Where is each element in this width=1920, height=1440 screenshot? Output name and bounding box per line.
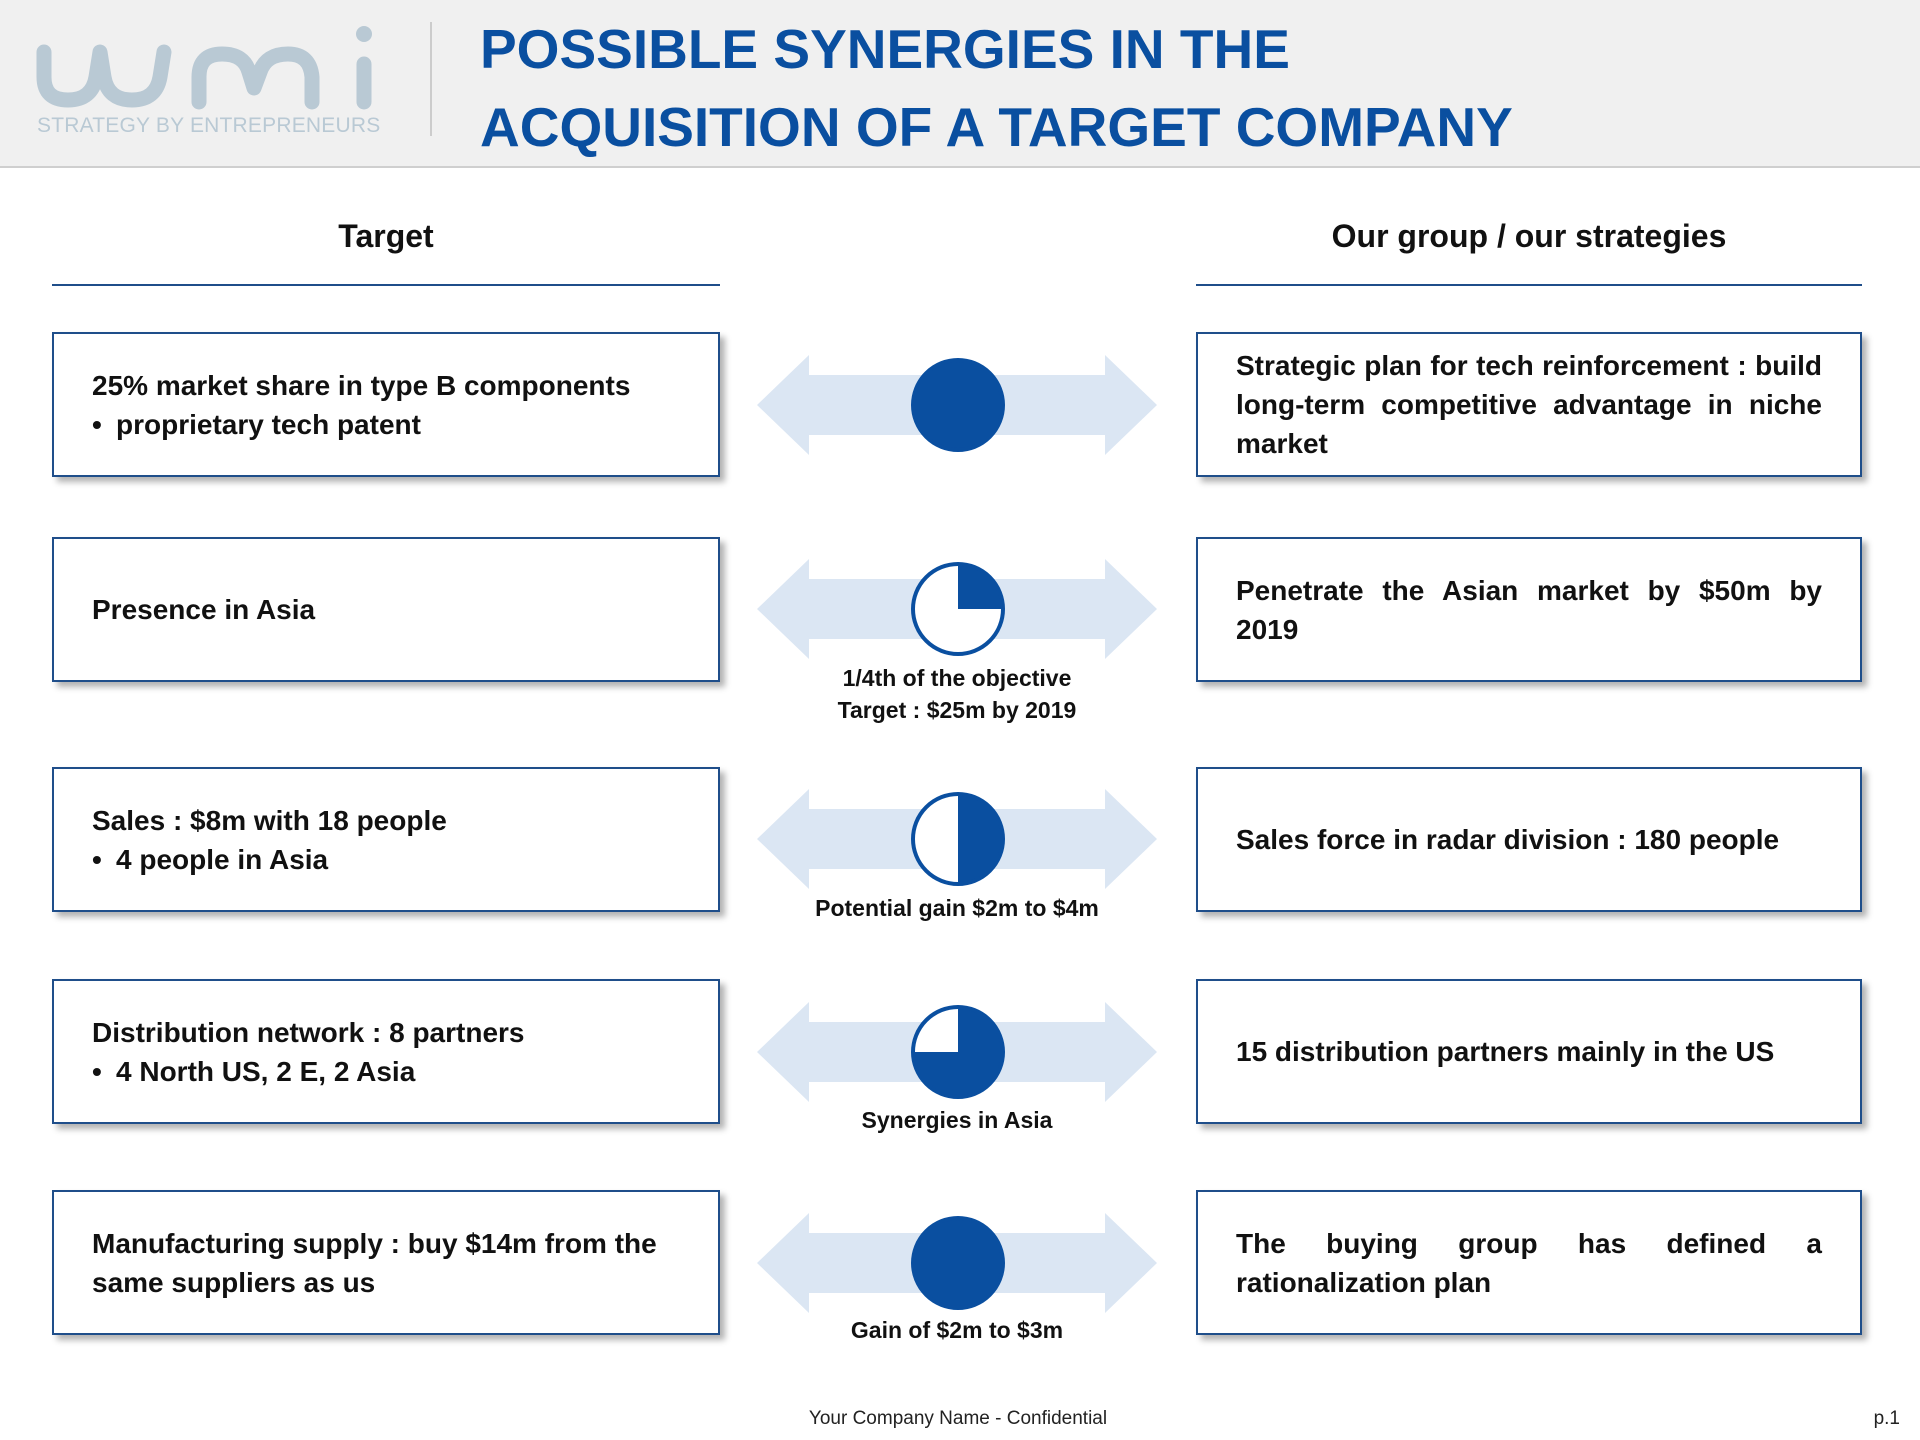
target-text: Manufacturing supply : buy $14m from the… bbox=[92, 1227, 657, 1298]
harvey-ball-fill bbox=[958, 564, 1003, 609]
harvey-ball-icon bbox=[911, 562, 1005, 656]
harvey-ball-fill bbox=[958, 794, 1003, 884]
strategy-text: Strategic plan for tech reinforcement : … bbox=[1236, 350, 1822, 459]
harvey-ball-outline bbox=[911, 562, 1005, 656]
strategy-box-1: Strategic plan for tech reinforcement : … bbox=[1196, 332, 1862, 477]
strategy-box-3: Sales force in radar division : 180 peop… bbox=[1196, 767, 1862, 912]
harvey-ball-fill bbox=[913, 1007, 1003, 1097]
target-column-header: Target bbox=[338, 218, 434, 254]
target-box-5: Manufacturing supply : buy $14m from the… bbox=[52, 1190, 720, 1335]
strategy-text: 15 distribution partners mainly in the U… bbox=[1236, 1036, 1775, 1067]
target-box-3: Sales : $8m with 18 people • 4 people in… bbox=[52, 767, 720, 912]
harvey-ball-icon bbox=[911, 1216, 1005, 1310]
strategy-box-5: The buying group has defined a rationali… bbox=[1196, 1190, 1862, 1335]
target-bullet-item: • 4 North US, 2 E, 2 Asia bbox=[92, 1052, 680, 1091]
synergy-caption-5: Gain of $2m to $3m bbox=[757, 1314, 1157, 1346]
strategy-column-rule bbox=[1196, 284, 1862, 286]
target-box-2: Presence in Asia bbox=[52, 537, 720, 682]
harvey-ball-icon bbox=[911, 1005, 1005, 1099]
company-logo: STRATEGY BY ENTREPRENEURS bbox=[34, 22, 380, 144]
harvey-ball-outline bbox=[911, 792, 1005, 886]
caption-line: Gain of $2m to $3m bbox=[850, 1317, 1064, 1343]
synergy-caption-4: Synergies in Asia bbox=[757, 1104, 1157, 1136]
harvey-ball-outline bbox=[911, 1216, 1005, 1310]
caption-line: Synergies in Asia bbox=[861, 1107, 1053, 1133]
target-bullet-text: 4 people in Asia bbox=[116, 843, 329, 875]
strategy-box-4: 15 distribution partners mainly in the U… bbox=[1196, 979, 1862, 1124]
logo-tagline: STRATEGY BY ENTREPRENEURS bbox=[37, 114, 381, 137]
target-bullet-item: • proprietary tech patent bbox=[92, 405, 680, 444]
page-number: p.1 bbox=[1873, 1408, 1900, 1429]
bullet-icon: • bbox=[92, 1055, 102, 1087]
strategy-text: Penetrate the Asian market by $50m by 20… bbox=[1236, 574, 1822, 645]
harvey-ball-outline bbox=[911, 358, 1005, 452]
target-bullet-text: proprietary tech patent bbox=[116, 408, 421, 440]
target-text: Sales : $8m with 18 people bbox=[92, 804, 447, 836]
target-bullet-text: 4 North US, 2 E, 2 Asia bbox=[116, 1055, 416, 1087]
target-text: Presence in Asia bbox=[92, 594, 316, 625]
harvey-ball-fill bbox=[913, 1218, 1003, 1308]
synergy-caption-2: 1/4th of the objective Target : $25m by … bbox=[757, 662, 1157, 726]
bullet-icon: • bbox=[92, 843, 102, 875]
target-text: 25% market share in type B components bbox=[92, 369, 631, 401]
strategy-text: The buying group has defined a rationali… bbox=[1236, 1227, 1822, 1298]
page-title-line-2: ACQUISITION OF A TARGET COMPANY bbox=[480, 96, 1513, 158]
bullet-icon: • bbox=[92, 408, 102, 440]
strategy-box-2: Penetrate the Asian market by $50m by 20… bbox=[1196, 537, 1862, 682]
target-box-1: 25% market share in type B components • … bbox=[52, 332, 720, 477]
slide-header: STRATEGY BY ENTREPRENEURS POSSIBLE SYNER… bbox=[0, 0, 1920, 168]
target-text: Distribution network : 8 partners bbox=[92, 1016, 525, 1048]
target-bullet-item: • 4 people in Asia bbox=[92, 840, 680, 879]
logo-wordmark-icon bbox=[36, 26, 372, 110]
strategy-text: Sales force in radar division : 180 peop… bbox=[1236, 824, 1780, 855]
caption-line: Target : $25m by 2019 bbox=[837, 697, 1077, 723]
harvey-ball-icon bbox=[911, 792, 1005, 886]
caption-line: Potential gain $2m to $4m bbox=[815, 895, 1099, 921]
harvey-ball-fill bbox=[913, 360, 1003, 450]
synergy-caption-3: Potential gain $2m to $4m bbox=[757, 892, 1157, 924]
harvey-ball-icon bbox=[911, 358, 1005, 452]
target-box-4: Distribution network : 8 partners • 4 No… bbox=[52, 979, 720, 1124]
header-divider bbox=[430, 22, 432, 136]
footer-confidential: Your Company Name - Confidential bbox=[808, 1408, 1108, 1429]
page-title: POSSIBLE SYNERGIES IN THE ACQUISITION OF… bbox=[480, 10, 1900, 166]
caption-line: 1/4th of the objective bbox=[842, 665, 1072, 691]
target-column-rule bbox=[52, 284, 720, 286]
harvey-ball-outline bbox=[911, 1005, 1005, 1099]
strategy-column-header: Our group / our strategies bbox=[1331, 218, 1727, 254]
page-title-line-1: POSSIBLE SYNERGIES IN THE bbox=[480, 18, 1290, 80]
